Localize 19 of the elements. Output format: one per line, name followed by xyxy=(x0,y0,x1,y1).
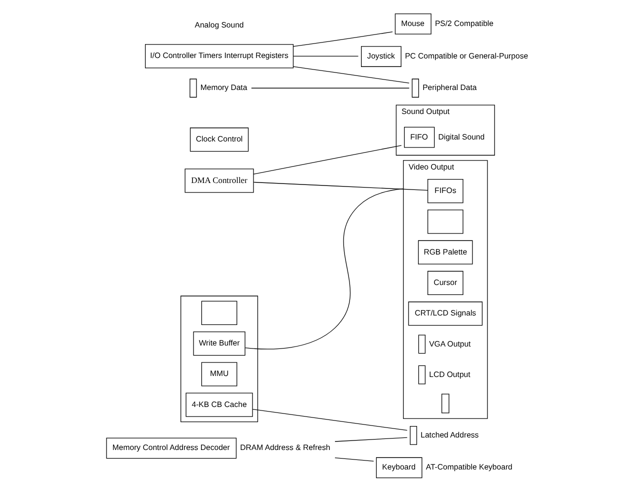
node-bar xyxy=(418,334,426,354)
connector xyxy=(292,66,410,84)
connector xyxy=(253,182,428,191)
node-bar xyxy=(190,78,197,98)
node-bar xyxy=(412,78,419,98)
connector xyxy=(252,408,408,431)
connector xyxy=(334,458,374,462)
connector xyxy=(244,188,404,350)
node-bar xyxy=(410,426,418,445)
node-bar xyxy=(418,365,426,384)
node-bar xyxy=(442,394,450,414)
node-box xyxy=(427,210,464,234)
connector xyxy=(292,32,393,47)
connector xyxy=(334,437,408,442)
connector xyxy=(253,145,402,174)
node-box xyxy=(201,300,238,325)
connector xyxy=(293,56,359,57)
node-box: DMA Controller xyxy=(184,168,254,193)
cluster xyxy=(180,296,258,422)
